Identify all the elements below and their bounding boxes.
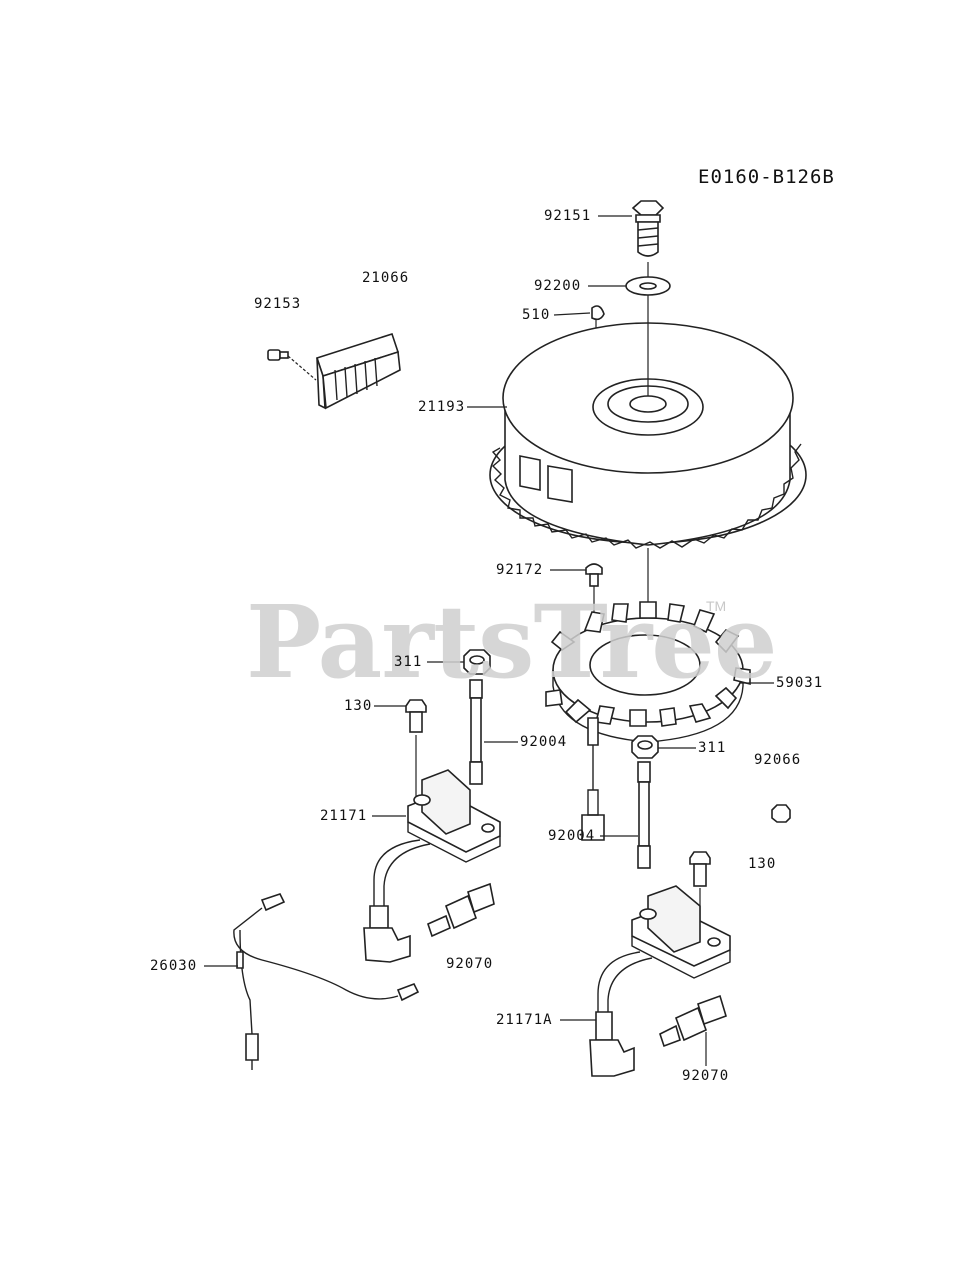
- stud-92004-left[interactable]: [469, 679, 483, 785]
- bolt-130-right[interactable]: [689, 851, 711, 887]
- label-21171[interactable]: 21171: [320, 808, 368, 824]
- watermark-trademark: TM: [706, 598, 727, 614]
- ignition-coil-21171a[interactable]: [597, 885, 731, 1012]
- bolt-130-left[interactable]: [405, 699, 427, 733]
- label-92172[interactable]: 92172: [496, 562, 544, 578]
- label-92004-left[interactable]: 92004: [520, 734, 568, 750]
- label-92151[interactable]: 92151: [544, 208, 592, 224]
- label-92070-left[interactable]: 92070: [446, 956, 494, 972]
- plug-cap-right[interactable]: [589, 1011, 635, 1077]
- label-21066[interactable]: 21066: [362, 270, 410, 286]
- label-311-left[interactable]: 311: [394, 654, 423, 670]
- label-21193[interactable]: 21193: [418, 399, 466, 415]
- label-26030[interactable]: 26030: [150, 958, 198, 974]
- label-92066[interactable]: 92066: [754, 752, 802, 768]
- spark-plug-92070-left[interactable]: [427, 882, 495, 938]
- screw-92172[interactable]: [585, 563, 603, 587]
- label-130-left[interactable]: 130: [344, 698, 373, 714]
- diagram-code: E0160-B126B: [698, 166, 835, 188]
- label-92070-right[interactable]: 92070: [682, 1068, 730, 1084]
- washer-92200[interactable]: [625, 276, 671, 296]
- bolt-92151[interactable]: [631, 200, 665, 257]
- nut-311-left[interactable]: [463, 649, 491, 675]
- flywheel-21193[interactable]: [489, 322, 807, 549]
- plug-cap-left[interactable]: [363, 905, 411, 963]
- stator-59031[interactable]: [545, 601, 751, 746]
- leader-lines: [204, 215, 774, 1066]
- label-130-right[interactable]: 130: [748, 856, 777, 872]
- label-92004-right[interactable]: 92004: [548, 828, 596, 844]
- spark-plug-92070-right[interactable]: [659, 994, 727, 1048]
- label-92200[interactable]: 92200: [534, 278, 582, 294]
- lead-wire-26030[interactable]: [233, 893, 420, 1070]
- label-311-right[interactable]: 311: [698, 740, 727, 756]
- nut-92066[interactable]: [771, 804, 791, 823]
- label-92153[interactable]: 92153: [254, 296, 302, 312]
- screw-92153[interactable]: [267, 349, 289, 361]
- key-510[interactable]: [591, 305, 605, 321]
- regulator-21066[interactable]: [315, 332, 401, 410]
- label-59031[interactable]: 59031: [776, 675, 824, 691]
- stud-92004-right[interactable]: [637, 761, 651, 869]
- watermark-text: PartsTree: [246, 583, 778, 701]
- nut-311-right[interactable]: [631, 735, 659, 759]
- ignition-coil-21171[interactable]: [373, 769, 501, 906]
- label-21171a[interactable]: 21171A: [496, 1012, 553, 1028]
- label-510[interactable]: 510: [522, 307, 551, 323]
